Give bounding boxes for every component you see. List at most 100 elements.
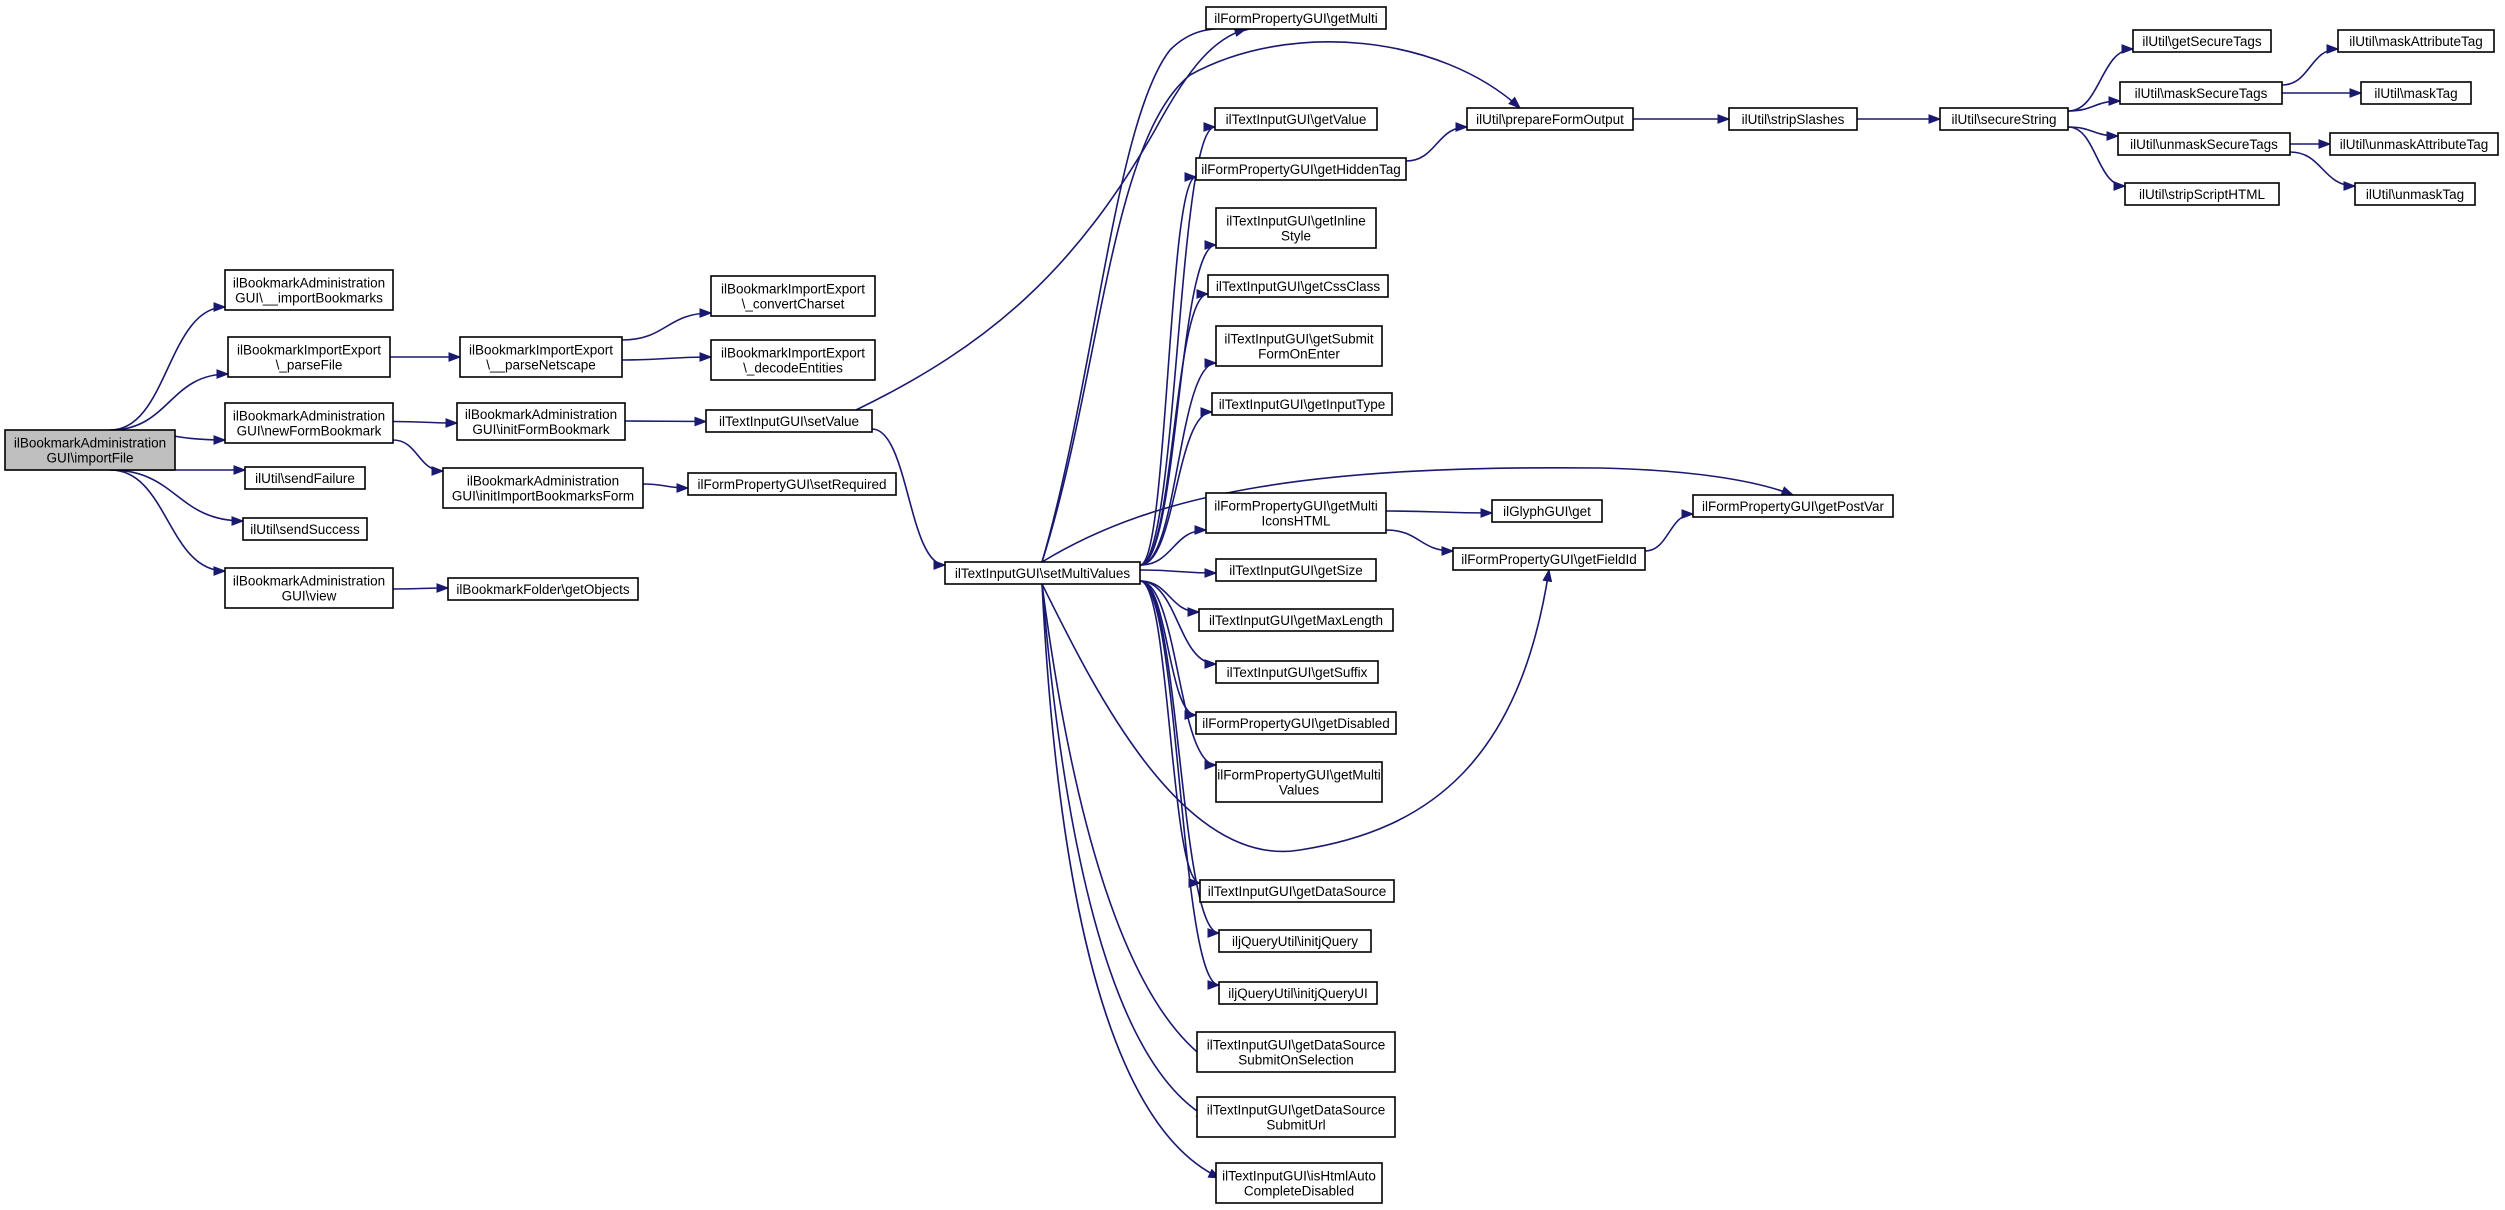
node-setRequired[interactable]: ilFormPropertyGUI\setRequired [687, 472, 897, 496]
edge-setMultiValues-to-getHiddenTag-arrowhead [1184, 172, 1198, 182]
node-getHiddenTag[interactable]: ilFormPropertyGUI\getHiddenTag [1195, 157, 1407, 181]
node-getPostVar[interactable]: ilFormPropertyGUI\getPostVar [1692, 494, 1894, 518]
edge-maskSecureTags-to-maskAttributeTag-line [2281, 48, 2339, 86]
node-getMulti[interactable]: ilFormPropertyGUI\getMulti [1205, 6, 1387, 30]
node-getMaxLength[interactable]: ilTextInputGUI\getMaxLength [1198, 608, 1394, 632]
edge-setMultiValues-to-getDataSource-arrowhead [1188, 878, 1202, 888]
edge-setMultiValues-to-getHiddenTag [1139, 172, 1198, 566]
node-initImportBookmarksForm[interactable]: ilBookmarkAdministrationGUI\initImportBo… [442, 467, 644, 509]
node-glyphGet-label-line: ilGlyphGUI\get [1503, 504, 1591, 519]
node-initFormBookmark-box [456, 402, 626, 441]
node-initFormBookmark-label-line: GUI\initFormBookmark [472, 422, 610, 437]
node-importBookmarks-label-line: ilBookmarkAdministration [233, 276, 385, 291]
node-getDataSourceSubmitOnSelection[interactable]: ilTextInputGUI\getDataSourceSubmitOnSele… [1196, 1031, 1396, 1073]
edge-setMultiValues-to-getCssClass-arrowhead [1196, 289, 1210, 299]
node-initFormBookmark[interactable]: ilBookmarkAdministrationGUI\initFormBook… [456, 402, 626, 441]
node-sendSuccess-label-line: ilUtil\sendSuccess [250, 522, 360, 537]
node-getCssClass[interactable]: ilTextInputGUI\getCssClass [1207, 274, 1389, 298]
node-glyphGet-box [1491, 499, 1603, 523]
edge-setMultiValues-to-getHiddenTag-line [1139, 176, 1197, 566]
node-stripScriptHTML[interactable]: ilUtil\stripScriptHTML [2124, 182, 2280, 206]
edge-initFormBookmark-to-setValue-arrowhead [694, 416, 708, 427]
node-getObjects-box [447, 577, 639, 601]
node-glyphGet[interactable]: ilGlyphGUI\get [1491, 499, 1603, 523]
edge-root-to-parseFile-arrowhead [216, 369, 230, 379]
edge-setValue-to-getMulti [855, 27, 1248, 411]
node-getValue[interactable]: ilTextInputGUI\getValue [1214, 107, 1378, 131]
node-getSecureTags[interactable]: ilUtil\getSecureTags [2132, 29, 2272, 53]
node-setValue-label-line: ilTextInputGUI\setValue [719, 414, 859, 429]
node-view-label-line: ilBookmarkAdministration [233, 574, 385, 589]
edge-parseNetscape-to-decodeEntities-line [621, 356, 712, 361]
node-maskAttributeTag[interactable]: ilUtil\maskAttributeTag [2337, 29, 2495, 53]
edge-secureString-to-maskSecureTags [2067, 96, 2122, 112]
node-convertCharset[interactable]: ilBookmarkImportExport\_convertCharset [710, 275, 876, 317]
edge-root-to-view-arrowhead [213, 566, 227, 576]
edge-parseFile-to-parseNetscape-arrowhead [448, 352, 462, 362]
edge-prepareFormOutput-to-stripSlashes [1633, 114, 1731, 124]
node-getDataSourceSubmitUrl-label-line: ilTextInputGUI\getDataSource [1207, 1103, 1386, 1118]
edge-unmaskSecureTags-to-unmaskTag [2289, 151, 2357, 191]
node-maskSecureTags[interactable]: ilUtil\maskSecureTags [2119, 81, 2283, 105]
edge-setMultiValues-to-getDataSource-line [1139, 580, 1201, 884]
node-maskTag[interactable]: ilUtil\maskTag [2360, 81, 2472, 105]
node-view-box [224, 567, 394, 609]
node-setValue[interactable]: ilTextInputGUI\setValue [705, 409, 873, 433]
node-newFormBookmark[interactable]: ilBookmarkAdministrationGUI\newFormBookm… [224, 402, 394, 444]
node-importBookmarks[interactable]: ilBookmarkAdministrationGUI\__importBook… [224, 269, 394, 311]
node-getDataSource-box [1199, 879, 1395, 903]
node-parseNetscape-box [459, 336, 623, 378]
node-getDataSourceSubmitUrl-label-line: SubmitUrl [1266, 1118, 1325, 1133]
edge-root-to-sendSuccess-arrowhead [231, 516, 245, 526]
edge-setMultiValues-to-getMaxLength-arrowhead [1187, 607, 1201, 617]
edge-root-to-sendSuccess [110, 469, 245, 526]
node-unmaskTag[interactable]: ilUtil\unmaskTag [2354, 182, 2476, 206]
node-convertCharset-box [710, 275, 876, 317]
edge-setValue-to-setMultiValues-arrowhead [933, 560, 947, 570]
node-unmaskAttributeTag[interactable]: ilUtil\unmaskAttributeTag [2329, 132, 2499, 156]
edge-getMultiIconsHTML-to-glyphGet [1385, 508, 1494, 518]
edge-root-to-importBookmarks [110, 302, 227, 431]
node-getInlineStyle-box [1215, 207, 1377, 249]
node-decodeEntities[interactable]: ilBookmarkImportExport\_decodeEntities [710, 339, 876, 381]
node-parseNetscape[interactable]: ilBookmarkImportExport\__parseNetscape [459, 336, 623, 378]
node-prepareFormOutput[interactable]: ilUtil\prepareFormOutput [1466, 107, 1634, 131]
edge-setMultiValues-to-getValue [1139, 122, 1217, 566]
node-initjQuery[interactable]: iljQueryUtil\initjQuery [1218, 929, 1372, 953]
node-getInputType[interactable]: ilTextInputGUI\getInputType [1211, 392, 1393, 416]
node-getDisabled[interactable]: ilFormPropertyGUI\getDisabled [1195, 711, 1397, 735]
node-maskAttributeTag-label-line: ilUtil\maskAttributeTag [2349, 34, 2483, 49]
node-sendFailure[interactable]: ilUtil\sendFailure [244, 466, 366, 490]
node-getDataSource[interactable]: ilTextInputGUI\getDataSource [1199, 879, 1395, 903]
node-getSuffix[interactable]: ilTextInputGUI\getSuffix [1215, 660, 1379, 684]
edge-setMultiValues-to-getMultiValues-line [1139, 580, 1217, 766]
edge-unmaskSecureTags-to-unmaskTag-arrowhead [2343, 181, 2357, 191]
node-setMultiValues[interactable]: ilTextInputGUI\setMultiValues [944, 561, 1141, 585]
edge-setMultiValues-to-getDataSource [1139, 580, 1202, 888]
node-initjQueryUI[interactable]: iljQueryUtil\initjQueryUI [1218, 981, 1378, 1005]
node-sendSuccess[interactable]: ilUtil\sendSuccess [242, 517, 368, 541]
edge-setMultiValues-to-getPostVar-arrowhead [1780, 486, 1795, 496]
edge-setMultiValues-to-getDataSourceSubmitUrl-line [1041, 583, 1209, 1119]
edge-setValue-to-setMultiValues-line [871, 428, 946, 566]
node-unmaskSecureTags[interactable]: ilUtil\unmaskSecureTags [2117, 132, 2291, 156]
node-parseFile[interactable]: ilBookmarkImportExport\_parseFile [227, 336, 391, 378]
edge-secureString-to-getSecureTags [2067, 44, 2135, 112]
node-getFieldId[interactable]: ilFormPropertyGUI\getFieldId [1452, 547, 1646, 571]
node-stripSlashes[interactable]: ilUtil\stripSlashes [1728, 107, 1858, 131]
node-secureString[interactable]: ilUtil\secureString [1939, 107, 2069, 131]
node-getSize[interactable]: ilTextInputGUI\getSize [1215, 558, 1377, 582]
node-getObjects[interactable]: ilBookmarkFolder\getObjects [447, 577, 639, 601]
node-isHtmlAutoCompleteDisabled-box [1215, 1162, 1383, 1204]
node-isHtmlAutoCompleteDisabled[interactable]: ilTextInputGUI\isHtmlAutoCompleteDisable… [1215, 1162, 1383, 1204]
node-parseFile-label-line: ilBookmarkImportExport [237, 343, 381, 358]
node-root-label-line: GUI\importFile [46, 451, 133, 466]
node-maskSecureTags-label-line: ilUtil\maskSecureTags [2135, 86, 2268, 101]
